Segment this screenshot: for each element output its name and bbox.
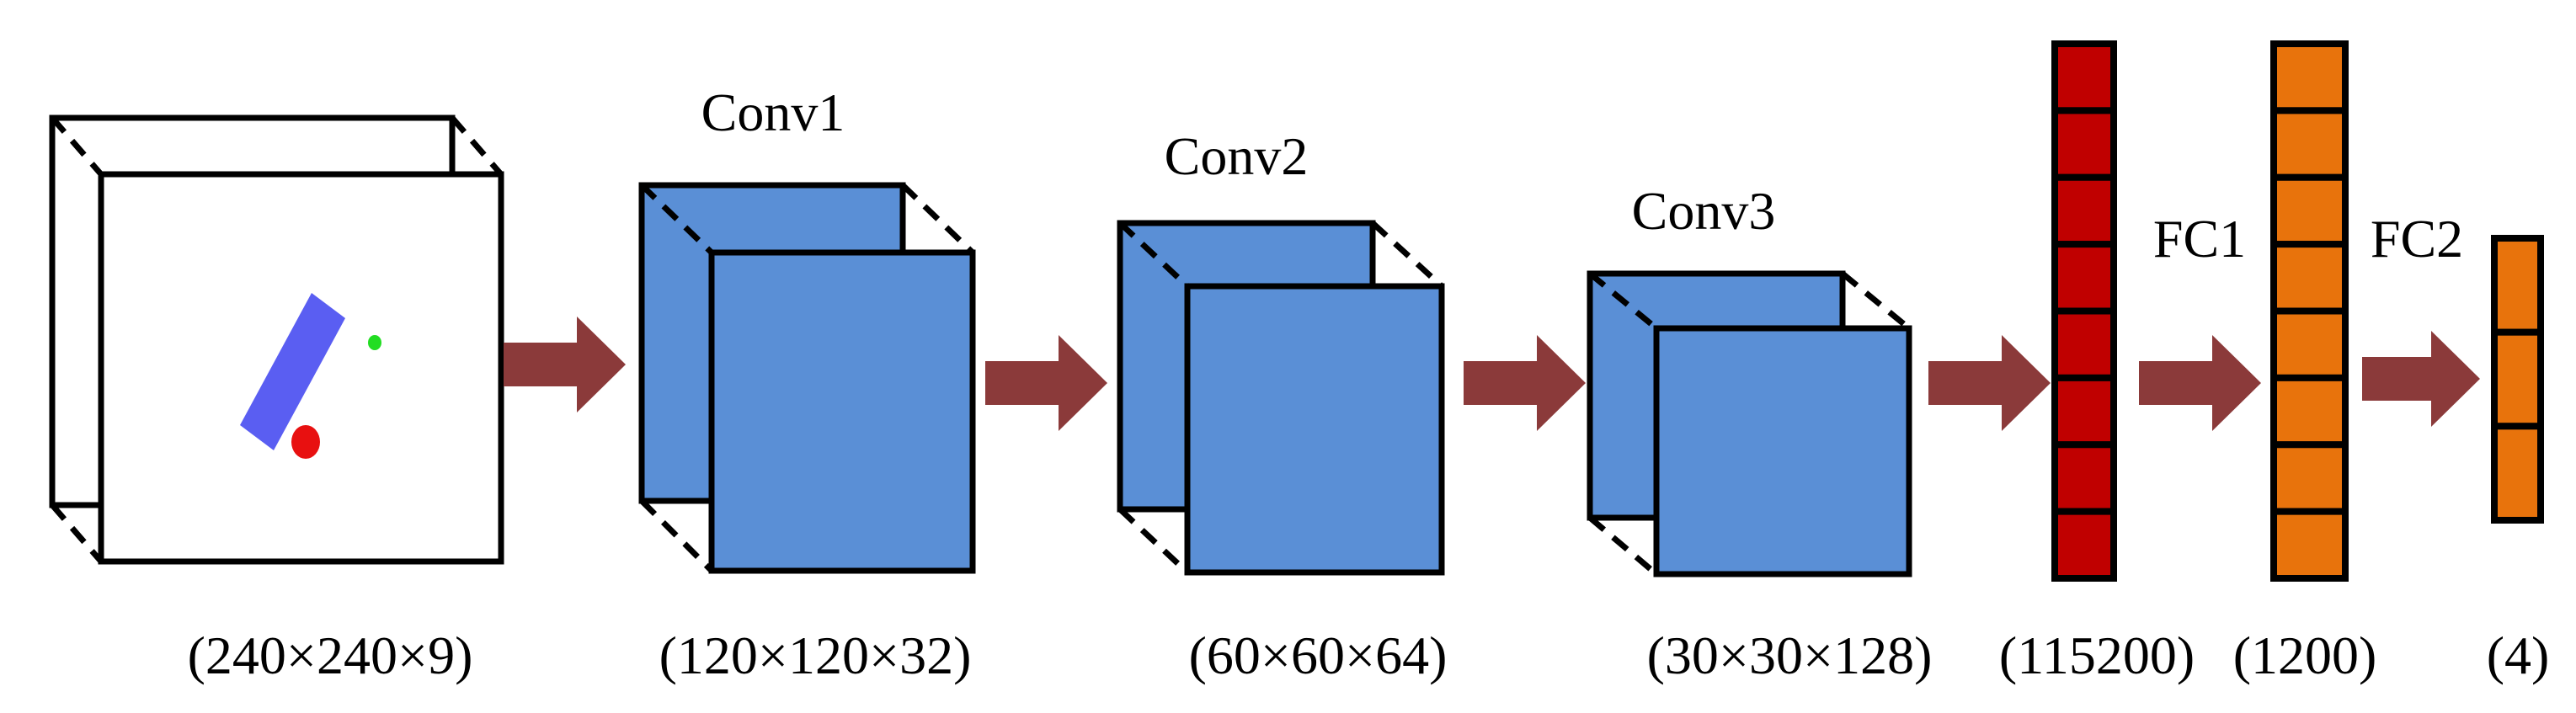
fc1-cell <box>2270 40 2349 114</box>
scene-ball <box>291 425 320 459</box>
conv2-edge-top-right <box>1370 221 1444 289</box>
conv2-dims-label: (60×60×64) <box>1189 625 1448 685</box>
conv1-front-face <box>708 249 976 574</box>
fc1-cell <box>2270 241 2349 315</box>
fc1-cell <box>2270 307 2349 381</box>
conv3-front-face <box>1653 325 1912 577</box>
input-block <box>49 114 504 565</box>
flatten-cell <box>2051 307 2117 381</box>
conv3-edge-bottom-left <box>1587 515 1659 577</box>
arrows <box>504 317 2480 431</box>
fc1-cell <box>2270 441 2349 515</box>
conv2-block <box>1117 220 1445 576</box>
conv2-front-face <box>1184 283 1445 576</box>
arrow-icon <box>504 317 626 412</box>
input-edge-bottom-left <box>50 503 104 564</box>
conv1-edge-top-left <box>639 183 714 255</box>
conv1-label: Conv1 <box>701 82 845 142</box>
conv1-edge-bottom-left <box>639 498 714 573</box>
arrow-icon <box>985 335 1107 431</box>
flatten-cell <box>2051 241 2117 315</box>
arrow-icon <box>1464 335 1586 431</box>
conv3-label: Conv3 <box>1632 181 1776 241</box>
arrow-icon <box>1928 335 2051 431</box>
fc1-cell <box>2270 508 2349 582</box>
fc2-label: FC2 <box>2371 209 2463 269</box>
flatten-cell <box>2051 374 2117 449</box>
fc2-cell <box>2491 423 2544 524</box>
scene-dot <box>368 335 381 350</box>
input-edge-top-right <box>450 115 504 177</box>
conv1-edge-top-right <box>900 183 975 255</box>
flatten-dims-label: (115200) <box>1999 625 2195 685</box>
conv1-block <box>638 182 976 574</box>
flatten-cell <box>2051 40 2117 114</box>
conv2-edge-top-left <box>1117 221 1190 289</box>
fc2-dims-label: (4) <box>2487 625 2550 685</box>
arrow-icon <box>2139 335 2261 431</box>
input-edge-top-left <box>50 115 104 177</box>
fc1-cell <box>2270 374 2349 449</box>
flatten-cell <box>2051 508 2117 582</box>
scene-bar <box>240 293 345 450</box>
fc2-cell <box>2491 328 2544 430</box>
flatten-column <box>2051 40 2117 582</box>
conv2-label: Conv2 <box>1165 126 1309 186</box>
conv1-dims-label: (120×120×32) <box>659 625 972 685</box>
flatten-cell <box>2051 107 2117 181</box>
fc2-cell <box>2491 235 2544 336</box>
conv3-edge-top-left <box>1587 271 1659 331</box>
fc2-column <box>2491 235 2544 524</box>
flatten-cell <box>2051 441 2117 515</box>
fc1-cell <box>2270 107 2349 181</box>
conv3-dims-label: (30×30×128) <box>1647 625 1933 685</box>
fc1-label: FC1 <box>2153 209 2246 269</box>
conv2-edge-bottom-left <box>1117 507 1190 575</box>
fc1-cell <box>2270 173 2349 248</box>
arrow-icon <box>2362 331 2480 427</box>
flatten-cell <box>2051 173 2117 248</box>
conv3-edge-top-right <box>1840 271 1912 331</box>
conv3-block <box>1587 270 1912 577</box>
input-dims-label: (240×240×9) <box>188 625 473 685</box>
fc1-dims-label: (1200) <box>2233 625 2377 685</box>
fc1-column <box>2270 40 2349 582</box>
